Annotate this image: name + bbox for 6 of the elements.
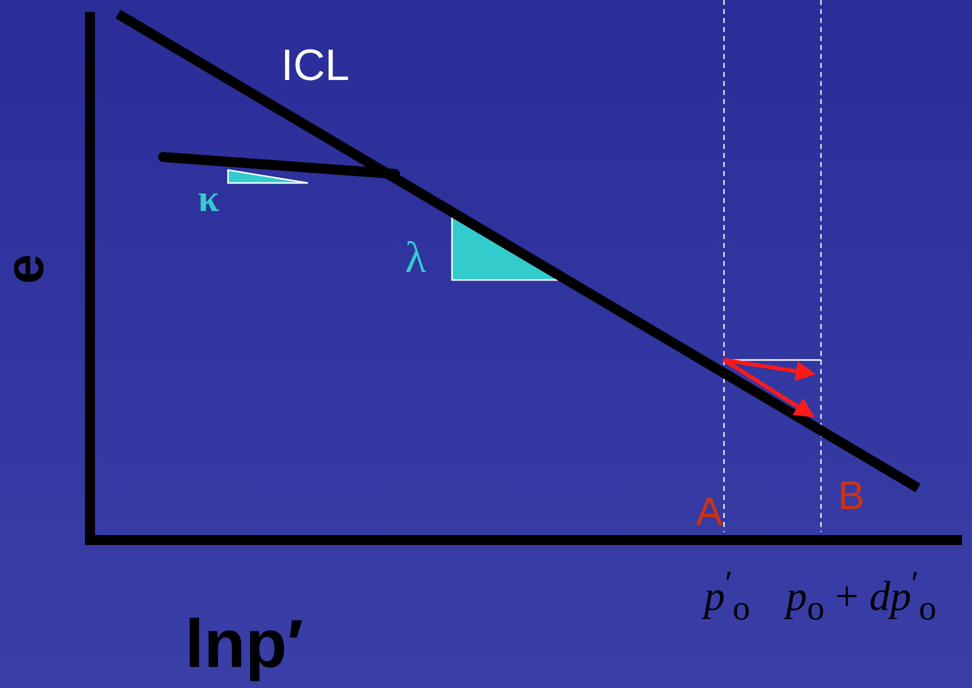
point-label: A [696, 492, 723, 532]
line-label: ICL [281, 44, 350, 88]
slope-label: κ [198, 180, 220, 218]
point-label: B [838, 476, 865, 516]
slope-label: λ [405, 236, 426, 280]
axis-title: e [0, 254, 52, 284]
